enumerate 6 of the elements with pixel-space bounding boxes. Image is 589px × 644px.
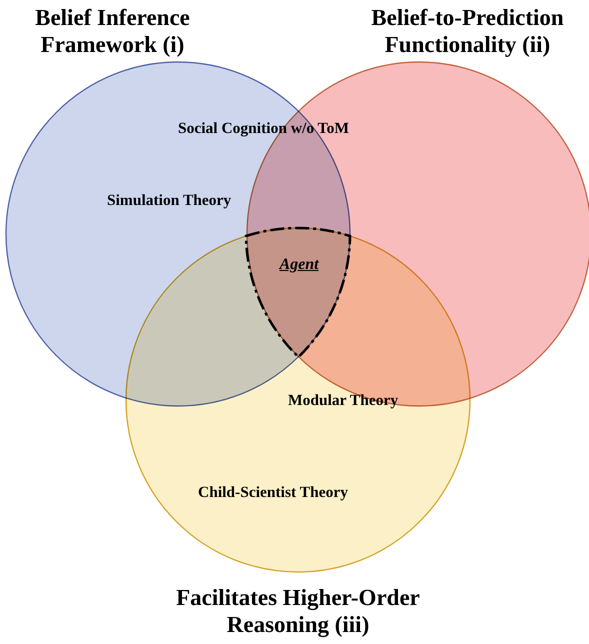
set-title: Belief-to-Prediction Functionality (ii) <box>370 4 565 58</box>
region-label: Child-Scientist Theory <box>198 484 348 502</box>
set-title: Belief Inference Framework (i) <box>34 4 191 58</box>
center-label: Agent <box>278 255 320 275</box>
region-label: Simulation Theory <box>107 192 232 210</box>
set-title: Facilitates Higher-Order Reasoning (iii) <box>175 584 421 638</box>
